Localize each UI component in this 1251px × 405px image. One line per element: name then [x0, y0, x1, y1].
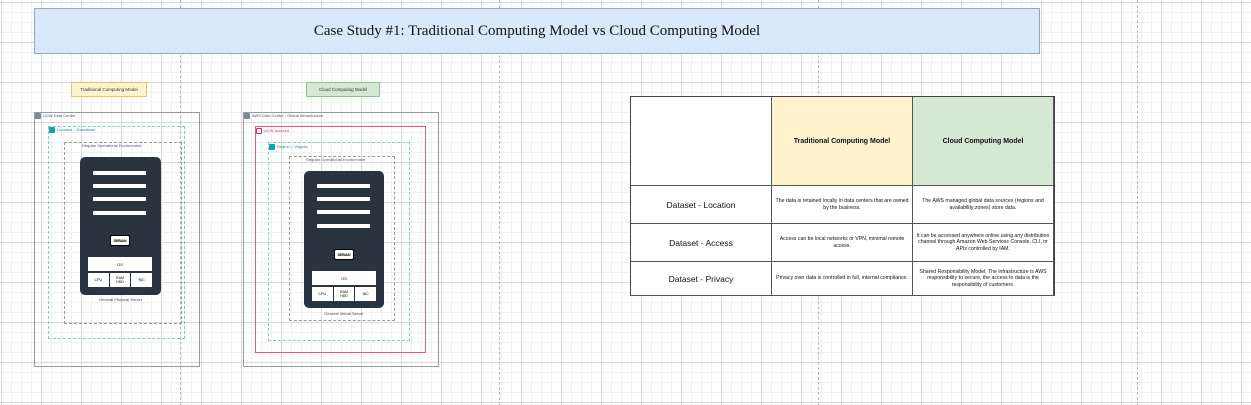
- physical-server[interactable]: DEBIAN OS CPU RAM HDD NIC: [80, 157, 161, 295]
- operational-env-label: Regular Operational Environment: [306, 157, 366, 162]
- server-rack-bar: [93, 197, 146, 201]
- server-rack-bar: [317, 184, 370, 188]
- account-icon: [256, 128, 262, 134]
- table-header-traditional: Traditional Computing Model: [772, 97, 913, 186]
- table-cell-traditional: Access can be local networks or VPN, min…: [772, 224, 913, 262]
- hardware-layer: CPU RAM HDD NIC: [312, 287, 376, 301]
- ucw-account-label: UCW Account: [256, 128, 289, 134]
- region-flag-icon: [269, 144, 275, 150]
- table-header-cloud: Cloud Computing Model: [913, 97, 1054, 186]
- table-cell-traditional: Privacy over data is controlled in full,…: [772, 262, 913, 296]
- table-row-label: Dataset - Privacy: [631, 262, 772, 296]
- region-label: Region = Virginia: [269, 144, 308, 150]
- comparison-table[interactable]: Traditional Computing Model Cloud Comput…: [630, 96, 1055, 296]
- cpu-cell: CPU: [88, 273, 110, 287]
- location-box[interactable]: [48, 126, 185, 339]
- virtual-server[interactable]: DEBIAN OS CPU RAM HDD NIC: [304, 171, 384, 308]
- page-guide: [499, 0, 500, 405]
- server-rack-bar: [93, 171, 146, 175]
- ram-hdd-cell: RAM HDD: [110, 273, 132, 287]
- aws-data-centre-box[interactable]: [243, 112, 439, 367]
- page-title-text: Case Study #1: Traditional Computing Mod…: [313, 22, 761, 39]
- datacentre-icon: [35, 113, 41, 119]
- region-box[interactable]: [268, 142, 410, 341]
- debian-chip: DEBIAN: [110, 235, 130, 246]
- operational-env-label: Regular Operational Environment: [82, 143, 142, 148]
- table-cell-cloud: It can be accessed anywhere online using…: [913, 224, 1054, 262]
- hardware-layer: CPU RAM HDD NIC: [88, 273, 152, 287]
- aws-data-centre-label: AWS Data Centre - Global Infrastructure: [244, 113, 323, 119]
- page-title[interactable]: Case Study #1: Traditional Computing Mod…: [34, 8, 1040, 54]
- table-cell-cloud: Shared Responsibility Model. The infrast…: [913, 262, 1054, 296]
- table-cell-traditional: The data is retained locally in data cen…: [772, 186, 913, 224]
- server-rack-bar: [93, 184, 146, 188]
- cloud-model-tag[interactable]: Cloud Computing Model: [306, 82, 380, 97]
- location-flag-icon: [49, 127, 55, 133]
- table-row-label: Dataset - Access: [631, 224, 772, 262]
- server-rack-bar: [317, 197, 370, 201]
- os-layer: OS: [88, 257, 152, 271]
- traditional-model-tag[interactable]: Traditional Computing Model: [71, 82, 147, 97]
- ram-hdd-cell: RAM HDD: [334, 287, 356, 301]
- ucw-account-box[interactable]: [255, 126, 426, 353]
- cpu-cell: CPU: [312, 287, 334, 301]
- ucw-data-centre-box[interactable]: [34, 112, 200, 367]
- page-guide: [180, 0, 181, 405]
- location-label: Location = Downtown: [49, 127, 95, 133]
- server-rack-bar: [93, 211, 146, 215]
- virtual-server-caption: General Virtual Server: [324, 311, 364, 316]
- datacentre-icon: [244, 113, 250, 119]
- server-rack-bar: [317, 224, 370, 228]
- os-layer: OS: [312, 271, 376, 285]
- physical-server-caption: General Physical Server: [98, 297, 143, 302]
- operational-env-box[interactable]: [289, 156, 395, 321]
- table-row-label: Dataset - Location: [631, 186, 772, 224]
- table-cell-cloud: The AWS managed global data sources (reg…: [913, 186, 1054, 224]
- server-rack-bar: [317, 210, 370, 214]
- nic-cell: NIC: [138, 277, 145, 282]
- debian-chip: DEBIAN: [334, 249, 354, 260]
- operational-env-box[interactable]: [64, 142, 182, 324]
- ucw-data-centre-label: UCW Data Centre: [35, 113, 75, 119]
- table-header-empty: [631, 97, 772, 186]
- page-guide: [1137, 0, 1138, 405]
- nic-cell: NIC: [362, 291, 369, 296]
